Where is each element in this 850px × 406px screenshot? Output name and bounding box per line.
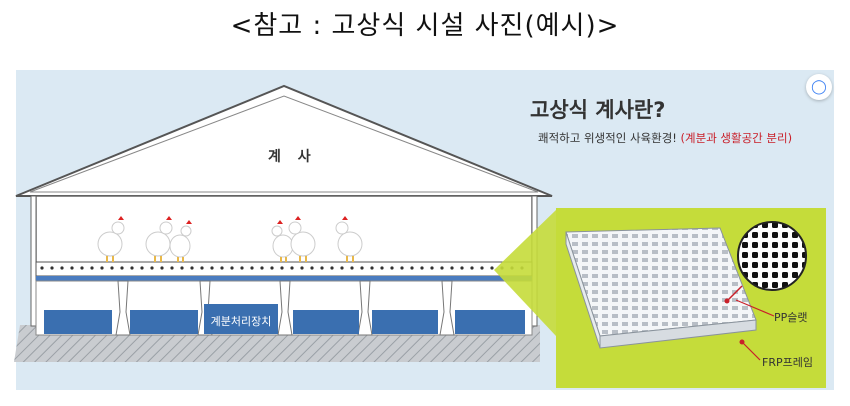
zoom-callout-wedge [494,210,556,336]
frp-frame-label: FRP프레임 [762,356,813,369]
magnified-holes [737,221,807,291]
subtitle-highlight: (계분과 생활공간 분리) [680,131,793,145]
subtitle-main: 쾌적하고 위생적인 사육환경! [538,131,677,145]
floor-supports [115,280,455,336]
pp-slat-label: PP슬랫 [774,311,808,324]
manure-trays [44,304,525,334]
slat-floor [35,261,533,277]
manure-device-label: 계분처리장치 [210,315,272,328]
building-label: 계 사 [268,149,317,165]
chickens [97,216,363,262]
figure-title: 고상식 계사란? [530,98,666,122]
figure-subtitle: 쾌적하고 위생적인 사육환경! (계분과 생활공간 분리) [538,130,792,146]
slat-dots [40,266,524,270]
page-heading: <참고 : 고상식 시설 사진(예시)> [230,11,620,41]
lens-search-icon[interactable]: ◯ [806,74,832,100]
